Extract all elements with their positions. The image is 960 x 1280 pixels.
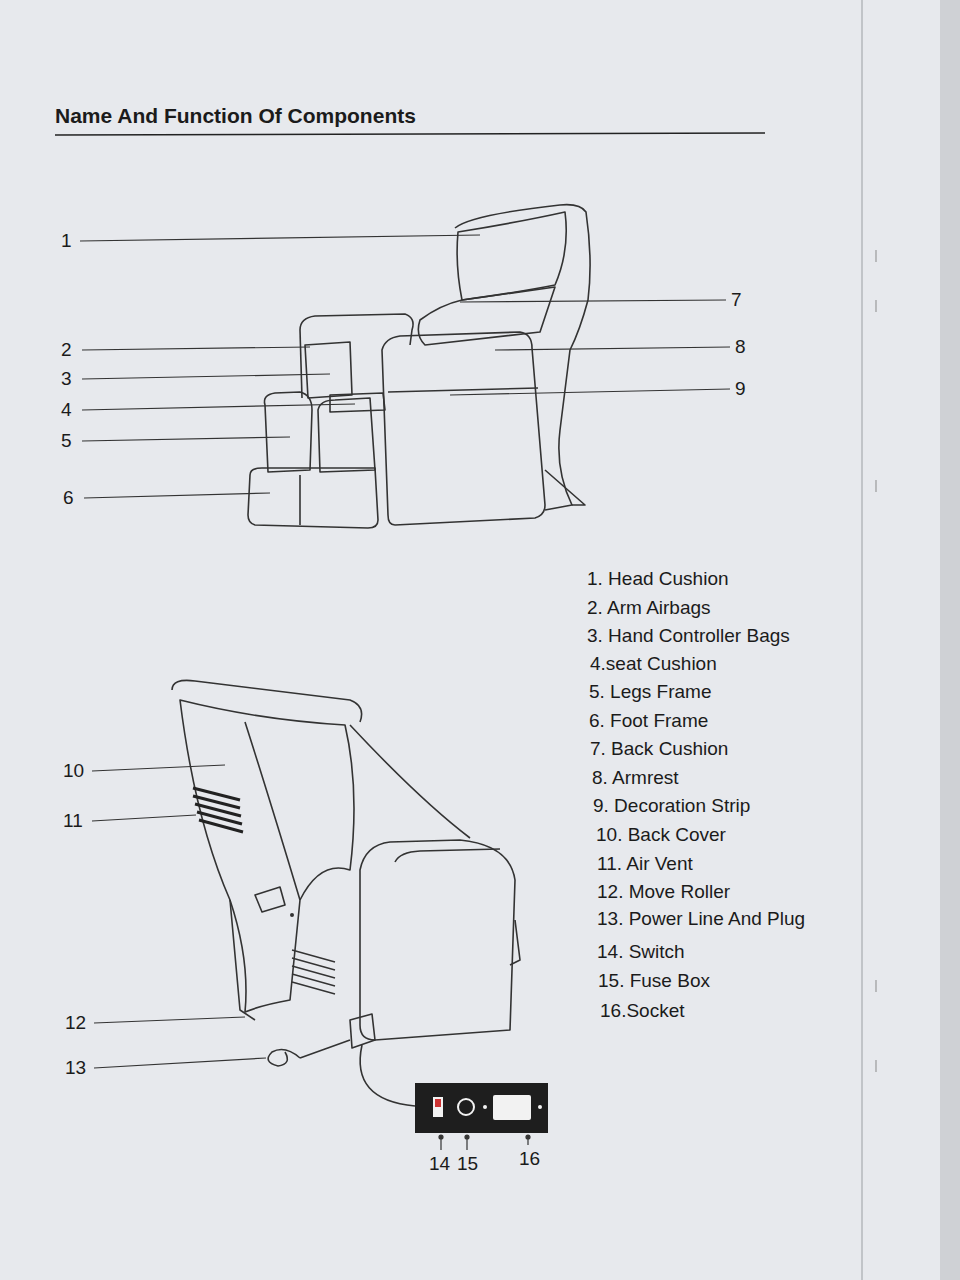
callout-number: 15 — [457, 1154, 478, 1175]
part-name: 1. Head Cushion — [587, 569, 729, 590]
part-name: 4.seat Cushion — [590, 654, 717, 675]
part-name: 5. Legs Frame — [589, 682, 712, 703]
callout-number: 1 — [61, 231, 72, 252]
callout-number: 2 — [61, 340, 72, 361]
part-name: 13. Power Line And Plug — [597, 909, 805, 930]
callout-number: 12 — [65, 1013, 86, 1034]
callout-number: 5 — [61, 431, 72, 452]
callout-number: 13 — [65, 1058, 86, 1079]
part-name: 16.Socket — [600, 1001, 685, 1022]
callout-number: 7 — [731, 290, 742, 311]
callout-number: 3 — [61, 369, 72, 390]
callout-number: 11 — [63, 811, 83, 832]
part-name: 15. Fuse Box — [598, 971, 710, 992]
part-name: 12. Move Roller — [597, 882, 730, 903]
callout-number: 9 — [735, 379, 746, 400]
part-name: 10. Back Cover — [596, 825, 726, 846]
callout-number: 6 — [63, 488, 74, 509]
part-name: 9. Decoration Strip — [593, 796, 750, 817]
callout-number: 16 — [519, 1149, 540, 1170]
part-name: 8. Armrest — [592, 768, 679, 789]
part-name: 11. Air Vent — [597, 854, 693, 875]
page-title: Name And Function Of Components — [55, 104, 416, 128]
part-name: 7. Back Cushion — [590, 739, 728, 760]
callout-number: 4 — [61, 400, 72, 421]
part-name: 14. Switch — [597, 942, 685, 963]
callout-number: 8 — [735, 337, 746, 358]
part-name: 2. Arm Airbags — [587, 598, 711, 619]
part-name: 6. Foot Frame — [589, 711, 708, 732]
callout-number: 14 — [429, 1154, 450, 1175]
part-name: 3. Hand Controller Bags — [587, 626, 790, 647]
callout-number: 10 — [63, 761, 84, 782]
